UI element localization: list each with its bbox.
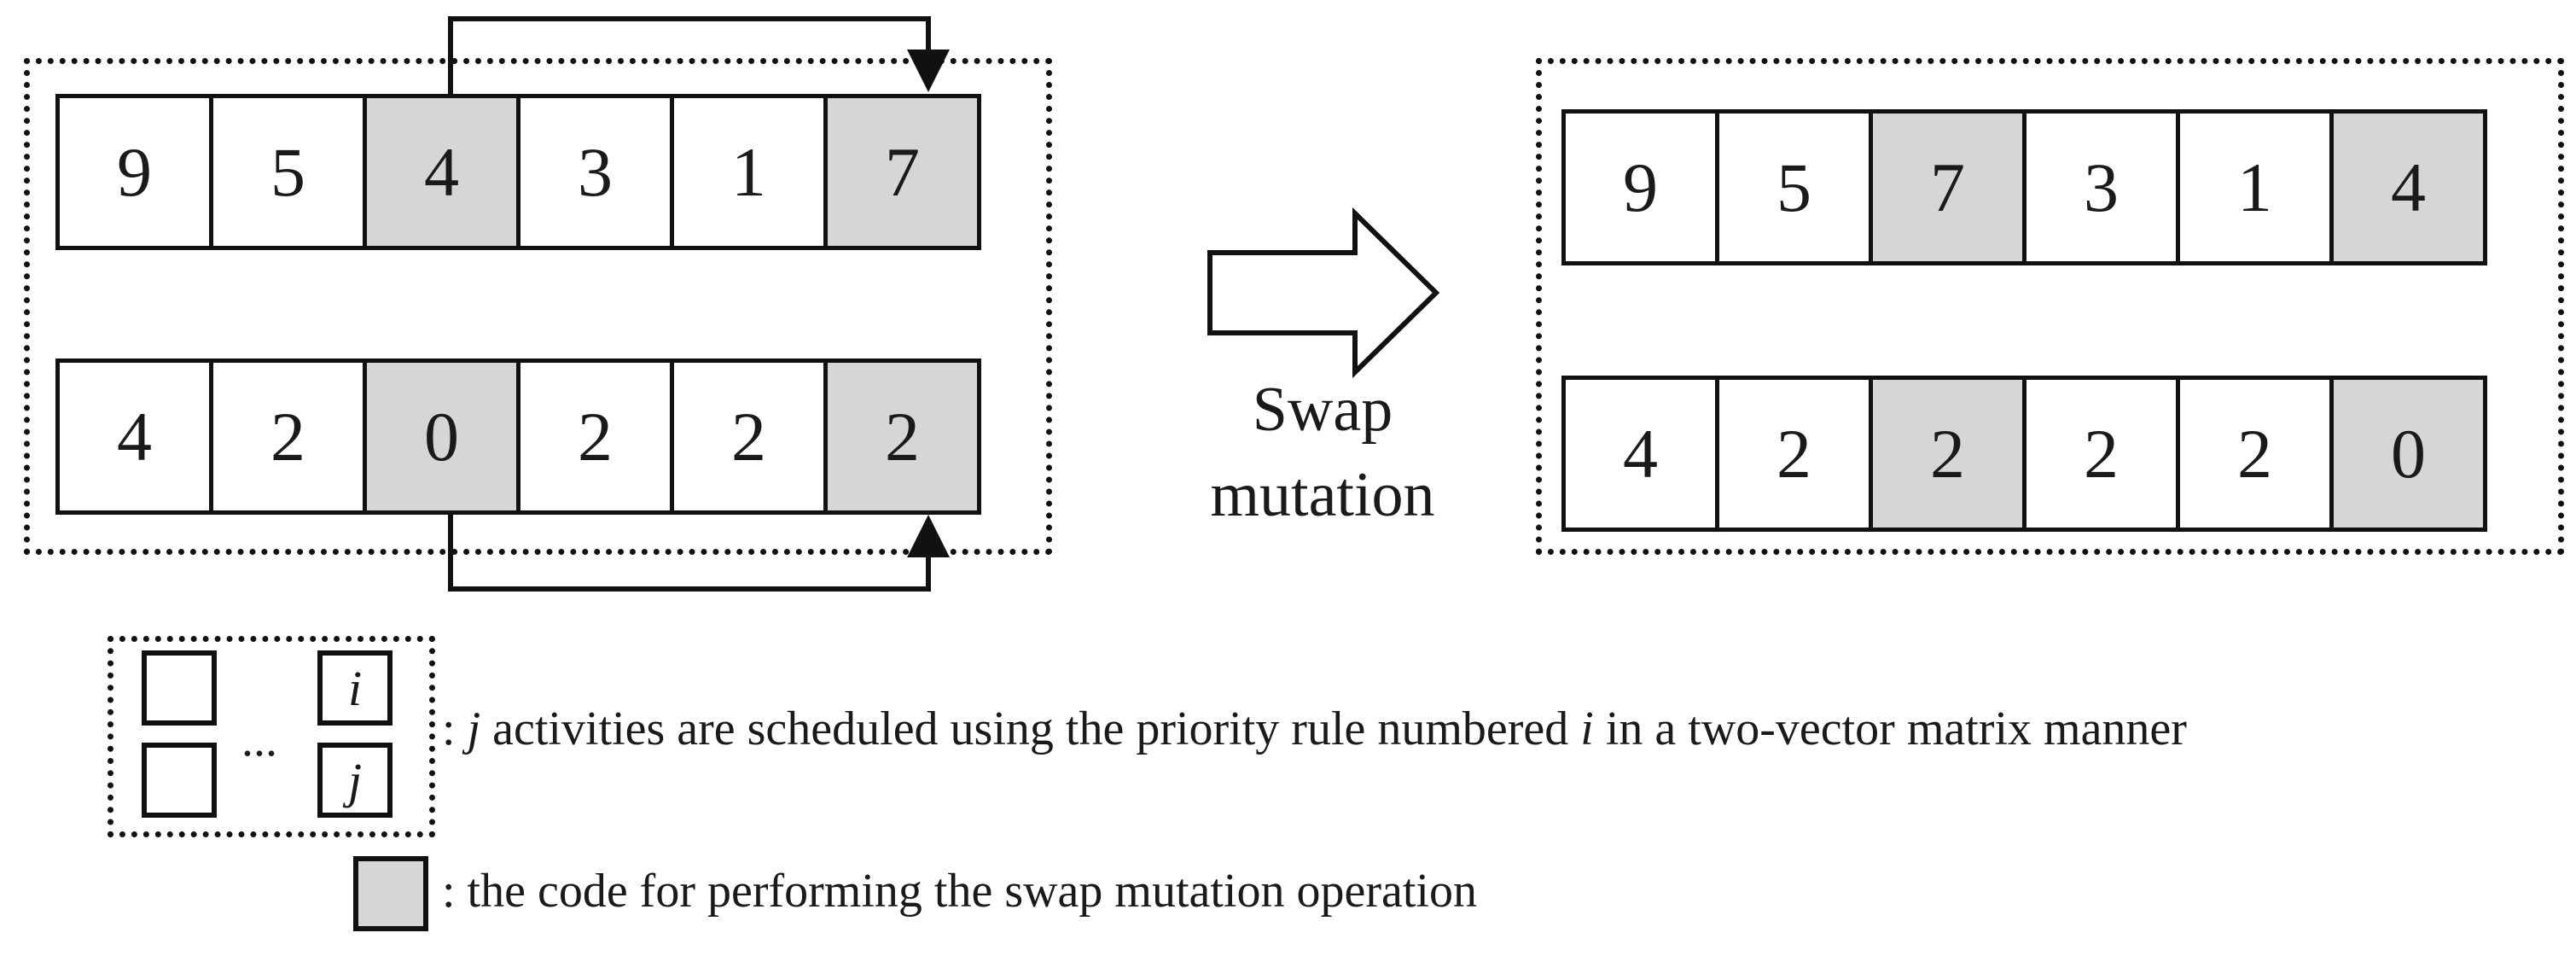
before-rule-cell-1: 9 [55, 94, 213, 250]
legend-swap-description: : the code for performing the swap mutat… [442, 865, 1477, 918]
swap-arrowhead-bottom [907, 515, 950, 557]
swap-connector-top [448, 16, 931, 94]
after-count-cell-2: 2 [1715, 376, 1873, 532]
before-count-cell-6: 2 [823, 358, 981, 515]
legend-matrix-j: j [467, 702, 481, 755]
after-matrix-frame [1536, 58, 2564, 555]
after-count-cell-4: 2 [2022, 376, 2180, 532]
before-rule-cell-5: 1 [670, 94, 828, 250]
before-count-cell-3: 0 [363, 358, 520, 515]
legend-matrix-frame [108, 636, 435, 837]
legend-matrix-end: in a two-vector matrix manner [1593, 702, 2187, 755]
after-count-cell-5: 2 [2176, 376, 2334, 532]
before-rule-cell-3: 4 [363, 94, 520, 250]
after-count-cell-3: 2 [1869, 376, 2026, 532]
before-matrix-frame [24, 58, 1052, 555]
swap-mutation-arrow [1207, 207, 1440, 379]
swap-connector-bottom [448, 515, 931, 592]
legend-matrix-description: : j activities are scheduled using the p… [442, 702, 2187, 756]
swap-arrowhead-top [907, 50, 950, 92]
legend-box-top-right: i [317, 650, 393, 726]
before-rule-cell-2: 5 [209, 94, 367, 250]
legend-box-bottom-left [142, 743, 217, 818]
caption-line-1: Swap [1252, 375, 1393, 445]
before-count-cell-5: 2 [670, 358, 828, 515]
legend-matrix-i: i [1580, 702, 1594, 755]
after-rule-cell-1: 9 [1561, 109, 1719, 265]
before-count-cell-4: 2 [516, 358, 674, 515]
before-count-cell-1: 4 [55, 358, 213, 515]
after-rule-cell-6: 4 [2329, 109, 2487, 265]
swap-mutation-caption: Swap mutation [1169, 367, 1476, 538]
legend-swap-box [353, 856, 428, 931]
legend-matrix-mid: activities are scheduled using the prior… [480, 702, 1581, 755]
caption-line-2: mutation [1210, 460, 1435, 530]
before-rule-cell-4: 3 [516, 94, 674, 250]
after-rule-cell-2: 5 [1715, 109, 1873, 265]
after-count-cell-6: 0 [2329, 376, 2487, 532]
legend-ellipsis: ... [241, 714, 277, 767]
before-rule-cell-6: 7 [823, 94, 981, 250]
legend-matrix-prefix: : [442, 702, 468, 755]
after-count-cell-1: 4 [1561, 376, 1719, 532]
after-rule-cell-4: 3 [2022, 109, 2180, 265]
legend-box-top-left [142, 650, 217, 726]
legend-box-bottom-right: j [317, 743, 393, 818]
